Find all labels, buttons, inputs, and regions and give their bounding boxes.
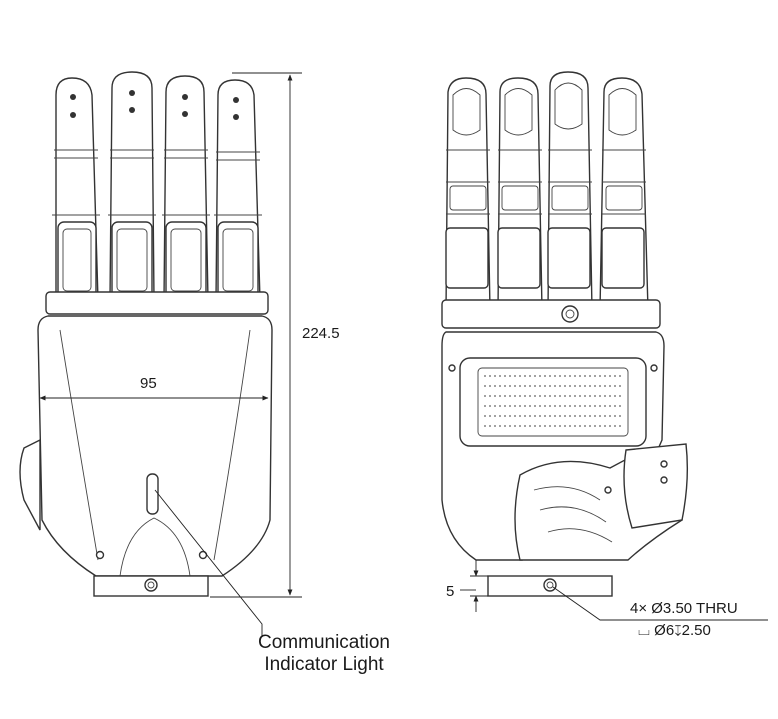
height-dimension	[210, 72, 302, 598]
back-finger-ring	[162, 75, 210, 301]
palm-finger-middle	[497, 77, 543, 311]
palm-finger-little	[599, 77, 649, 311]
base-thickness-dimension	[460, 560, 488, 612]
hole-spec-line2: ⌴ Ø6↧2.50	[638, 622, 711, 639]
indicator-callout-line1: Communication	[258, 632, 390, 653]
palm-pad	[459, 357, 647, 447]
hole-spec-line1: 4× Ø3.50 THRU	[630, 600, 738, 617]
indicator-light-callout: Communication Indicator Light	[236, 632, 412, 676]
back-finger-middle	[108, 71, 156, 301]
indicator-callout-line2: Indicator Light	[264, 654, 384, 675]
indicator-light-slot	[146, 473, 159, 515]
palm-finger-index	[445, 77, 491, 311]
width-dimension-label: 95	[140, 375, 157, 392]
palm-view	[441, 71, 689, 597]
base-thickness-label: 5	[446, 583, 455, 600]
height-dimension-label: 224.5	[302, 325, 340, 342]
back-palm-shell	[37, 315, 273, 577]
back-finger-index	[52, 77, 100, 301]
hole-spec-leader-line	[552, 586, 768, 621]
indicator-leader-line	[154, 489, 263, 636]
back-view	[19, 71, 273, 597]
back-thumb	[19, 438, 41, 531]
palm-finger-ring	[547, 71, 593, 311]
back-finger-little	[214, 79, 262, 301]
